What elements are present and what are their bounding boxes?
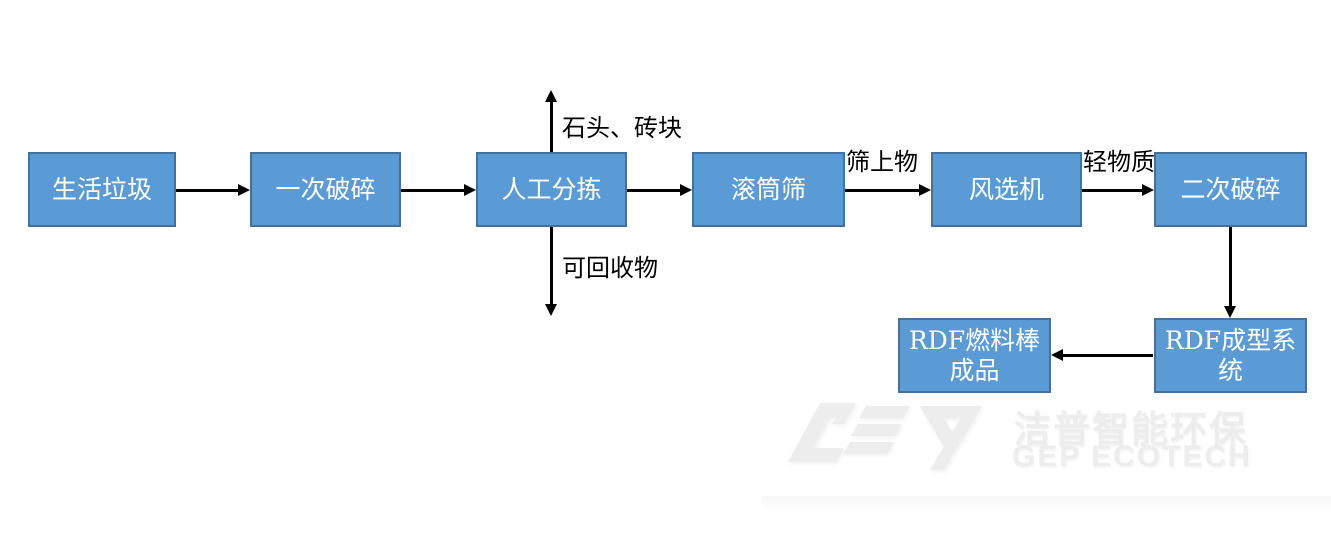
node-manual-sorting: 人工分拣 <box>476 152 627 227</box>
node-trommel-screen: 滚筒筛 <box>692 152 845 227</box>
node-air-separator: 风选机 <box>931 152 1082 227</box>
label-oversize-material: 筛上物 <box>846 148 918 176</box>
node-rdf-forming-system: RDF成型系统 <box>1154 318 1307 393</box>
watermark-shadow-band <box>762 496 1331 510</box>
label-stones-bricks: 石头、砖块 <box>562 114 682 142</box>
node-rdf-fuel-rod-product: RDF燃料棒成品 <box>898 318 1051 393</box>
node-primary-crushing: 一次破碎 <box>250 152 401 227</box>
gep-logo-watermark-icon <box>788 403 982 470</box>
node-secondary-crushing: 二次破碎 <box>1154 152 1307 227</box>
watermark-cn-text: 洁普智能环保 <box>1014 409 1248 450</box>
label-light-material: 轻物质 <box>1083 148 1155 176</box>
label-recyclables: 可回收物 <box>562 254 658 282</box>
watermark-en-text: GEP ECOTECH <box>1012 440 1252 473</box>
node-household-waste: 生活垃圾 <box>28 152 176 227</box>
